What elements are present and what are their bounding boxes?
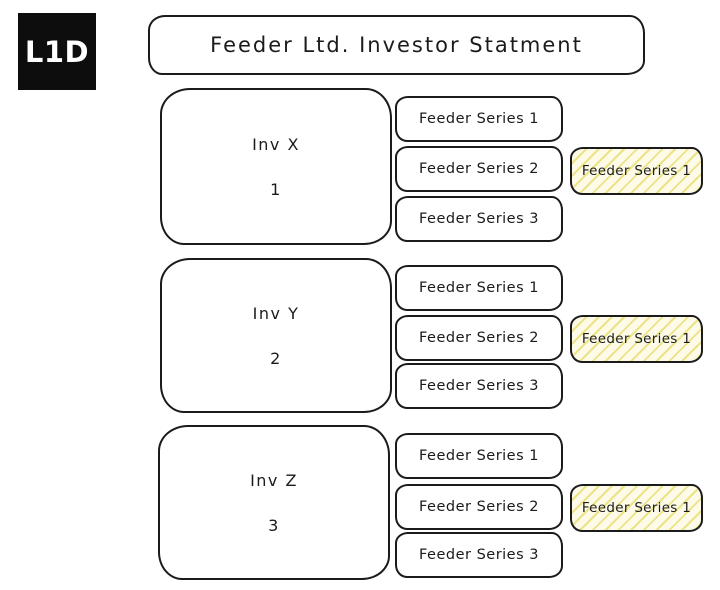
highlight-series-label: Feeder Series 1 bbox=[581, 331, 692, 347]
series-label: Feeder Series 1 bbox=[418, 280, 539, 296]
series-label: Feeder Series 3 bbox=[418, 211, 539, 227]
series-box: Feeder Series 3 bbox=[395, 196, 563, 242]
investor-label: Inv X bbox=[252, 134, 300, 154]
series-box: Feeder Series 1 bbox=[395, 96, 563, 142]
title-box: Feeder Ltd. Investor Statment bbox=[148, 15, 645, 75]
investor-box-inv-z: Inv Z 3 bbox=[158, 425, 390, 580]
highlight-series-box: Feeder Series 1 bbox=[570, 315, 703, 363]
series-box: Feeder Series 2 bbox=[395, 315, 563, 361]
series-box: Feeder Series 2 bbox=[395, 484, 563, 530]
series-label: Feeder Series 1 bbox=[418, 448, 539, 464]
logo: L1D bbox=[18, 13, 96, 90]
series-box: Feeder Series 2 bbox=[395, 146, 563, 192]
investor-box-inv-y: Inv Y 2 bbox=[160, 258, 392, 413]
series-box: Feeder Series 3 bbox=[395, 532, 563, 578]
investor-label: Inv Z bbox=[250, 470, 298, 490]
logo-text: L1D bbox=[24, 34, 90, 69]
highlight-series-box: Feeder Series 1 bbox=[570, 147, 703, 195]
series-box: Feeder Series 1 bbox=[395, 265, 563, 311]
series-label: Feeder Series 2 bbox=[418, 330, 539, 346]
highlight-series-label: Feeder Series 1 bbox=[581, 500, 692, 516]
highlight-series-label: Feeder Series 1 bbox=[581, 163, 692, 179]
investor-box-inv-x: Inv X 1 bbox=[160, 88, 392, 245]
investor-label: Inv Y bbox=[252, 303, 300, 323]
series-label: Feeder Series 3 bbox=[418, 547, 539, 563]
series-label: Feeder Series 2 bbox=[418, 499, 539, 515]
investor-number: 3 bbox=[268, 515, 280, 535]
page-title: Feeder Ltd. Investor Statment bbox=[210, 33, 583, 57]
series-label: Feeder Series 1 bbox=[418, 111, 539, 127]
series-box: Feeder Series 1 bbox=[395, 433, 563, 479]
highlight-series-box: Feeder Series 1 bbox=[570, 484, 703, 532]
series-label: Feeder Series 2 bbox=[418, 161, 539, 177]
series-label: Feeder Series 3 bbox=[418, 378, 539, 394]
investor-number: 2 bbox=[270, 348, 282, 368]
series-box: Feeder Series 3 bbox=[395, 363, 563, 409]
investor-number: 1 bbox=[270, 179, 282, 199]
